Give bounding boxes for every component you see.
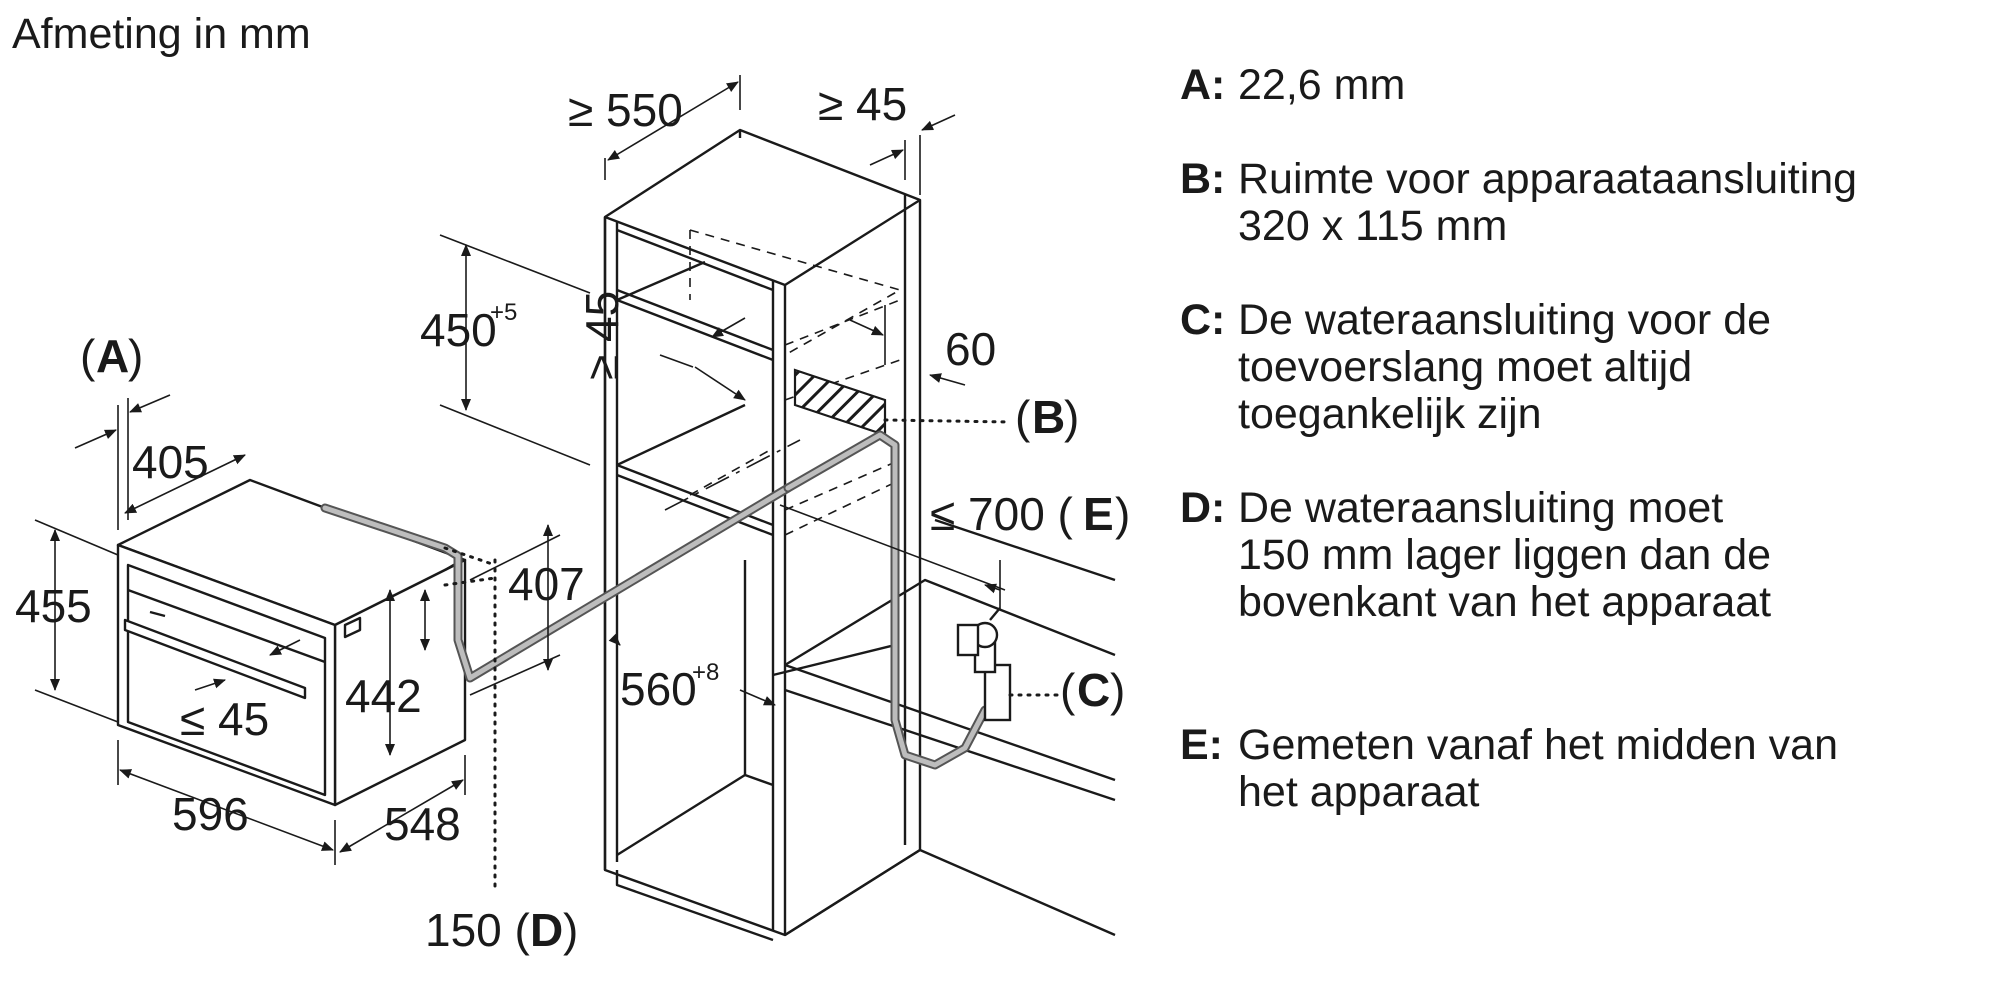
legend-text-line: 150 mm lager liggen dan de (1238, 531, 1772, 579)
label-c-close: ) (1110, 664, 1125, 716)
dim-width-596: 596 (172, 788, 249, 840)
dim-max-700: ≤ 700 ( (930, 488, 1074, 540)
legend-text-line: De wateraansluiting voor de (1238, 296, 1772, 344)
water-hose (320, 430, 990, 770)
legend-key: E: (1180, 721, 1223, 769)
dim-niche-depth: 560 (620, 663, 697, 715)
dim-150-key: D (530, 904, 563, 956)
legend-item-e: E: Gemeten vanaf het midden van het appa… (1180, 722, 1838, 816)
legend-text-line: bovenkant van het apparaat (1238, 578, 1772, 626)
legend-key: D: (1180, 484, 1226, 532)
label-a-open: ( (80, 330, 96, 382)
dim-niche-height: 450 (420, 304, 497, 356)
adjacent-cabinet (784, 518, 1116, 937)
legend-text-line: 320 x 115 mm (1238, 202, 1508, 250)
dim-height-407: 407 (508, 558, 585, 610)
dim-top-gap: ≥ 45 (818, 78, 907, 130)
tall-cabinet (603, 128, 922, 942)
label-c-open: ( (1060, 664, 1076, 716)
installation-diagram: ≥ 550 ≥ 45 450 +5 ≥ 45 60 ( B ) ≤ 700 ( … (15, 75, 1130, 956)
legend-text-line: het apparaat (1238, 768, 1480, 816)
dim-vent-60: 60 (945, 323, 996, 375)
connection-space-b (793, 368, 887, 437)
label-b-open: ( (1015, 391, 1031, 443)
dim-height-455: 455 (15, 580, 92, 632)
label-a-close: ) (128, 330, 143, 382)
dim-depth-405: 405 (132, 436, 209, 488)
legend-key: A: (1180, 61, 1226, 109)
water-tap-icon (956, 607, 1012, 722)
legend-text-line: Ruimte voor apparaataansluiting (1238, 155, 1858, 203)
dimension-lines (34, 75, 1062, 892)
diagram-title: Afmeting in mm (12, 10, 311, 58)
dim-front-45: ≤ 45 (180, 693, 269, 745)
legend-text-line: De wateraansluiting moet (1238, 484, 1724, 532)
oven-appliance (116, 478, 467, 807)
dim-150: 150 ( (425, 904, 531, 956)
legend-text-line: 22,6 mm (1238, 61, 1406, 109)
legend-text-line: toegankelijk zijn (1238, 390, 1542, 438)
legend-item-c: C: De wateraansluiting voor de toevoersl… (1180, 297, 1771, 438)
dim-niche-height-tol: +5 (490, 299, 517, 326)
dim-niche-depth-tol: +8 (692, 659, 719, 686)
dim-max-700-key: E (1083, 488, 1114, 540)
label-b-close: ) (1064, 391, 1079, 443)
dim-150-close: ) (563, 904, 578, 956)
legend-item-b: B: Ruimte voor apparaataansluiting 320 x… (1180, 156, 1857, 250)
dimension-labels: ≥ 550 ≥ 45 450 +5 ≥ 45 60 ( B ) ≤ 700 ( … (15, 78, 1130, 956)
legend-key: C: (1180, 296, 1226, 344)
dim-cabinet-depth: ≥ 550 (568, 84, 683, 136)
label-c-key: C (1077, 664, 1110, 716)
dim-height-442: 442 (345, 670, 422, 722)
label-b-key: B (1032, 391, 1065, 443)
label-a-key: A (96, 330, 129, 382)
legend-item-d: D: De wateraansluiting moet 150 mm lager… (1180, 485, 1771, 626)
legend-text-line: toevoerslang moet altijd (1238, 343, 1693, 391)
legend-key: B: (1180, 155, 1226, 203)
dim-back-gap: ≥ 45 (576, 291, 628, 380)
dim-depth-548: 548 (384, 798, 461, 850)
dim-max-700-close: ) (1115, 488, 1130, 540)
legend-item-a: A: 22,6 mm (1180, 62, 1405, 109)
legend-text-line: Gemeten vanaf het midden van (1238, 721, 1838, 769)
